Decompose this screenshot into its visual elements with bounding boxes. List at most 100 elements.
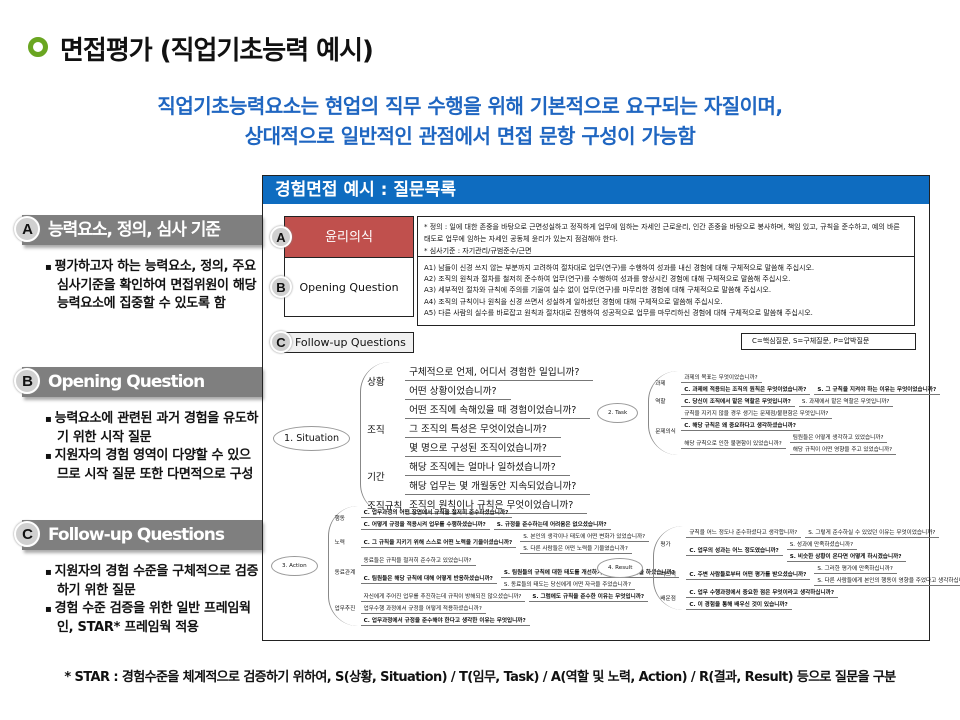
branch-label: 평가 (660, 542, 671, 548)
question-text: S. 본인의 생각이나 태도에 어떤 변화가 있었습니까? (520, 530, 650, 542)
branch-label: 동료관계 (334, 570, 356, 576)
branch-label: 상황 (367, 377, 385, 388)
mindmap-item: C. 이 경험을 통해 배우신 것이 있습니까? (686, 598, 838, 610)
mindmap-item: S. 과제에서 맡은 역할은 무엇입니까? (798, 395, 894, 407)
mindmap-item: C. 팀원들은 해당 규칙에 대해 어떻게 반응하셨습니까?S. 팀원들의 규칙… (360, 566, 679, 590)
mindmap-root: 2. Task (597, 403, 639, 423)
branch-label: 과제 (655, 381, 666, 387)
mindmap-branch: 과제 과제의 목표는 무엇이었습니까?C. 과제에 적용되는 조직의 원칙은 무엇… (655, 371, 941, 395)
mindmap-branch: 동료관계 동료들은 규칙을 철저히 준수하고 있었습니까?C. 팀원들은 해당 규… (335, 554, 679, 590)
question-text: C. 해당 규칙은 왜 중요하다고 생각하셨습니까? (681, 419, 801, 431)
mindmap-item: C. 과제에 적용되는 조직의 원칙은 무엇이었습니까?S. 그 규칙을 지켜야… (681, 383, 941, 395)
mindmap-item: C. 업무의 성과는 어느 정도였습니까?S. 성과에 만족하셨습니까?S. 비… (686, 538, 939, 562)
mindmap-item: S. 그러한 평가에 만족하십니까? (814, 562, 960, 574)
mindmap-item: S. 비슷한 상황이 온다면 어떻게 하시겠습니까? (786, 550, 906, 562)
question-text: 어떤 상황이었습니까? (405, 381, 511, 400)
question-text: C. 업무 수행과정에서 중요한 점은 무엇이라고 생각하십니까? (686, 586, 839, 598)
star-footnote: * STAR : 경험수준을 체계적으로 검증하기 위하여, S(상황, Sit… (64, 670, 896, 685)
question-text: S. 그러한 평가에 만족하십니까? (814, 562, 897, 574)
mindmap-item: S. 그럼에도 규칙을 준수한 이유는 무엇입니까? (529, 590, 649, 602)
title-bullet-icon (28, 37, 48, 57)
bullet-item: 능력요소에 관련된 과거 경험을 유도하기 위한 시작 질문 (45, 410, 260, 447)
question-text: 규칙을 지키지 않을 경우 생기는 문제점/불편함은 무엇입니까? (681, 407, 833, 419)
definition-box: * 정의 : 일에 대한 존중을 바탕으로 근면성실하고 정직하게 업무에 임하… (417, 216, 915, 257)
definition-text: * 정의 : 일에 대한 존중을 바탕으로 근면성실하고 정직하게 업무에 임하… (424, 223, 900, 243)
question-text: S. 그렇게 준수하실 수 있었던 이유는 무엇이었습니까? (805, 526, 940, 538)
question-text: S. 규정을 준수하는데 어려움은 없으셨습니까? (493, 518, 611, 530)
question-text: 해당 규칙으로 인한 불편함이 있었습니까? (681, 437, 786, 449)
badge-a: A (14, 216, 40, 242)
question-text: 몇 명으로 구성된 조직이었습니까? (405, 438, 561, 457)
question-text: 어떤 조직에 속해있을 때 경험이었습니까? (405, 400, 591, 419)
question-list-panel: 경험면접 예시 : 질문목록 윤리의식 Opening Question Fol… (262, 175, 960, 641)
mindmap-branch: 피드백 C. 주변 사람들로부터 어떤 평가를 받으셨습니까?S. 그러한 평가에… (660, 562, 960, 586)
mindmap-item: 어떤 조직에 속해있을 때 경험이었습니까? (405, 400, 591, 419)
question-type-legend: C=핵심질문, S=구체질문, P=압박질문 (741, 333, 916, 350)
question-text: S. 다른 사람들에게 본인의 행동이 영향을 주었다고 생각하십니까? (814, 574, 960, 586)
branch-label: 행동 (334, 516, 345, 522)
question-text: S. 팀원들의 규칙에 대한 태도를 개선하기 위해 어떤 노력을 하셨습니까? (500, 566, 679, 578)
mindmap-branch: 노력 C. 그 규칙을 지키기 위해 스스로 어떤 노력을 기울이셨습니까?S. … (335, 530, 679, 554)
section-bullets: 지원자의 경험 수준을 구체적으로 검증하기 위한 질문경험 수준 검증을 위한… (45, 563, 260, 637)
opening-question-label: Opening Question (284, 257, 414, 317)
section-bullets: 평가하고자 하는 능력요소, 정의, 주요 심사기준을 확인하여 면접위원이 해… (45, 258, 260, 313)
mindmap-item: S. 그 규칙을 지켜야 하는 이유는 무엇이었습니까? (814, 383, 941, 395)
mindmap-item: 동료들은 규칙을 철저히 준수하고 있었습니까? (360, 554, 679, 566)
question-text: 자신에게 주어진 업무를 추진하는데 규칙이 방해되진 않으셨습니까? (360, 590, 526, 602)
mindmap-item: S. 규정을 준수하는데 어려움은 없으셨습니까? (493, 518, 611, 530)
question-text: S. 과제에서 맡은 역할은 무엇입니까? (798, 395, 894, 407)
question-text: C. 그 규칙을 지키기 위해 스스로 어떤 노력을 기울이셨습니까? (360, 536, 517, 548)
question-item: A1) 남들이 신경 쓰지 않는 부분까지 고려하여 절차대로 업무(연구)를 … (424, 264, 815, 272)
mindmap-root: 3. Action (271, 556, 318, 576)
question-text: C. 주변 사람들로부터 어떤 평가를 받으셨습니까? (686, 568, 811, 580)
question-text: 업무수행 과정에서 규정을 어떻게 적용하셨습니까? (360, 602, 486, 614)
banner-title: Opening Question (48, 372, 205, 392)
bullet-item: 지원자의 경험 영역이 다양할 수 있으므로 시작 질문 또한 다면적으로 구성 (45, 447, 260, 484)
mindmap-action: 3. Action 행동 C. 업무과정의 어떤 장면에서 규칙을 철저히 준수하셨… (271, 506, 679, 626)
followup-questions-label: Follow-up Questions (284, 332, 414, 353)
mindmap-item: C. 주변 사람들로부터 어떤 평가를 받으셨습니까?S. 그러한 평가에 만족… (686, 562, 960, 586)
branch-label: 문제의식 (655, 429, 676, 435)
branch-label: 배운점 (660, 596, 676, 602)
mindmap-branch: 업무추진 자신에게 주어진 업무를 추진하는데 규칙이 방해되진 않으셨습니까?S… (335, 590, 679, 626)
mindmap-item: C. 그 규칙을 지키기 위해 스스로 어떤 노력을 기울이셨습니까?S. 본인… (360, 530, 650, 554)
question-text: S. 그럼에도 규칙을 준수한 이유는 무엇입니까? (529, 590, 649, 602)
mindmap-item: 팀원들은 어떻게 생각하고 있었습니까? (789, 431, 896, 443)
branch-label: 기간 (367, 472, 385, 483)
mindmap-item: 규칙을 지키지 않을 경우 생기는 문제점/불편함은 무엇입니까? (681, 407, 896, 419)
question-text: 해당 업무는 몇 개월동안 지속되었습니까? (405, 476, 591, 495)
subtitle-line-1: 직업기초능력요소는 현업의 직무 수행을 위해 기본적으로 요구되는 자질이며, (157, 94, 783, 118)
question-text: 해당 규칙이 어떤 영향을 주고 있었습니까? (789, 443, 897, 455)
mindmap-item: 해당 업무는 몇 개월동안 지속되었습니까? (405, 476, 591, 495)
branch-label: 조직규칙 (367, 500, 403, 512)
branch-label: 노력 (334, 540, 345, 546)
mindmap-item: C. 당신이 조직에서 맡은 역할은 무엇입니까?S. 과제에서 맡은 역할은 … (681, 395, 894, 407)
subtitle-line-2: 상대적으로 일반적인 관점에서 면접 문항 구성이 가능함 (244, 124, 696, 148)
badge-b: B (270, 276, 292, 298)
branch-label: 업무추진 (334, 606, 356, 612)
mindmap-item: S. 다른 사람들에게 본인의 행동이 영향을 주었다고 생각하십니까? (814, 574, 960, 586)
mindmap-item: 해당 조직에는 얼마나 일하셨습니까? (405, 457, 590, 476)
branch-label: 피드백 (660, 572, 676, 578)
mindmap-item: C. 업무과정의 어떤 장면에서 규칙을 철저히 준수하셨습니까? (360, 506, 611, 518)
mindmap-item: S. 다른 사람들은 어떤 노력을 기울였습니까? (520, 542, 649, 554)
badge-c: C (14, 521, 40, 547)
question-text: C. 업무과정에서 규정을 준수해야 한다고 생각한 이유는 무엇입니까? (360, 614, 530, 626)
mindmap-item: S. 성과에 만족하셨습니까? (786, 538, 906, 550)
mindmap-item: C. 어떻게 규정을 적용시켜 업무를 수행하셨습니까?S. 규정을 준수하는데… (360, 518, 611, 530)
question-text: C. 과제에 적용되는 조직의 원칙은 무엇이었습니까? (681, 383, 811, 395)
mindmap-branch: 배운점 C. 업무 수행과정에서 중요한 점은 무엇이라고 생각하십니까?C. 이… (660, 586, 960, 610)
mindmap-item: 몇 명으로 구성된 조직이었습니까? (405, 438, 590, 457)
question-text: C. 당신이 조직에서 맡은 역할은 무엇입니까? (681, 395, 795, 407)
question-text: 과제의 목표는 무엇이었습니까? (681, 371, 762, 383)
question-text: 팀원들은 어떻게 생각하고 있었습니까? (789, 431, 888, 443)
mindmap-item: 조직의 원칙이나 규칙은 무엇이었습니까? (405, 495, 588, 514)
bullet-item: 평가하고자 하는 능력요소, 정의, 주요 심사기준을 확인하여 면접위원이 해… (45, 258, 260, 313)
